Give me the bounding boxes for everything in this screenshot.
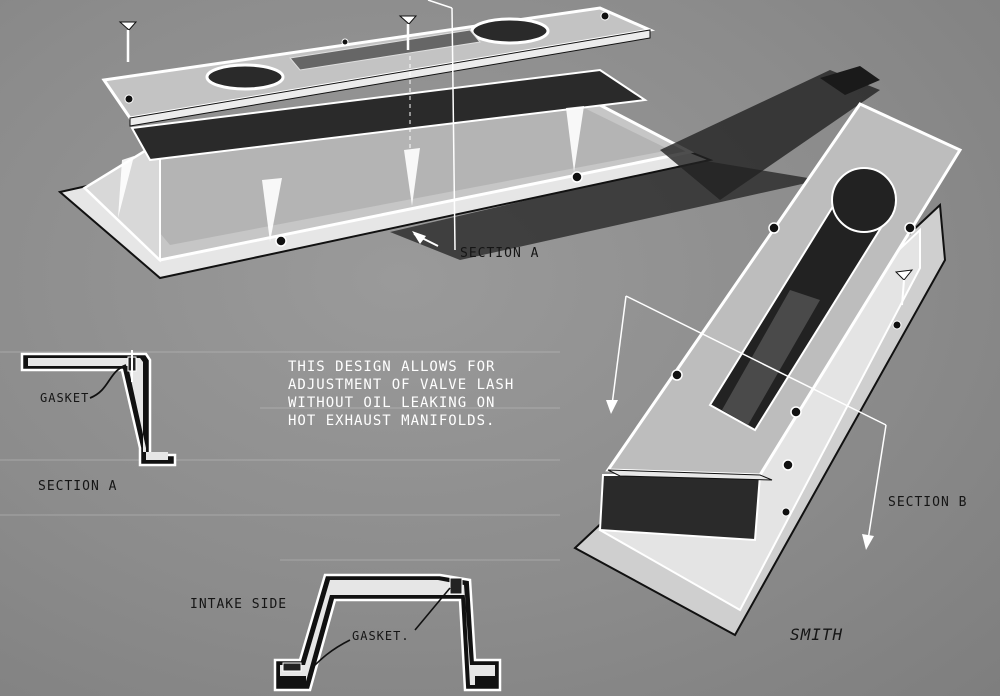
gasket-left-label: GASKET: [40, 391, 89, 405]
cover-left-hole-2: [571, 171, 583, 183]
intake-side-label: INTAKE SIDE: [190, 597, 287, 612]
cover-left-lid-opening-2: [470, 17, 550, 45]
section-b-arrow-right: [867, 424, 887, 541]
gasket-left-leader: [89, 364, 127, 399]
gasket-bottom-leader-1: [414, 587, 451, 631]
cover-right-hole-1: [768, 222, 780, 234]
note-line-2: ADJUSTMENT OF VALVE LASH: [288, 377, 514, 393]
cover-right-hole-2: [671, 369, 683, 381]
cover-right-tray-cavity: [598, 474, 762, 542]
cover-left-screw-2: [398, 15, 418, 50]
gasket-bottom-label: GASKET.: [352, 629, 410, 643]
section-b-base-right: [475, 676, 495, 686]
cover-left-front-panel: [115, 102, 670, 245]
cover-left-lid-hole-1: [124, 94, 134, 104]
section-b-base-left: [280, 676, 306, 686]
cover-left-cavity: [130, 68, 648, 162]
section-b-arrow-left: [611, 295, 627, 406]
cover-left-lid-hole-3: [341, 38, 349, 46]
section-a-detail: GASKET SECTION A: [20, 350, 177, 494]
cover-left-hole-1: [275, 235, 287, 247]
section-a-arrow-top: [427, 0, 453, 9]
section-a-arrowhead: [412, 231, 426, 244]
section-b-gasket-left: [282, 662, 302, 672]
section-a-profile-inner: [28, 358, 168, 460]
note-line-1: THIS DESIGN ALLOWS FOR: [288, 359, 495, 375]
cover-right-lid-opening: [831, 167, 897, 233]
section-b-profile: [273, 573, 502, 692]
cover-right-hole-5: [782, 459, 794, 471]
cover-left-lid-slot: [289, 29, 481, 71]
paper-guidelines: [0, 351, 560, 561]
gasket-bottom-leader-2: [311, 639, 351, 669]
note-line-4: HOT EXHAUST MANIFOLDS.: [288, 413, 495, 429]
cover-left-lid-opening-1: [205, 63, 285, 91]
cover-right-hole-4: [790, 406, 802, 418]
section-b-profile-inner: [280, 580, 495, 685]
section-a-top-label: SECTION A: [460, 246, 539, 261]
cover-right-lid-slot-panel: [722, 290, 820, 425]
cover-left-lid-edge: [129, 29, 651, 127]
cover-right-shadow: [660, 70, 880, 200]
cover-right-lid-edge: [607, 469, 773, 481]
cover-left-rib-1: [262, 178, 282, 242]
cover-right-mount: [820, 66, 880, 95]
section-b-label: SECTION B: [888, 495, 967, 510]
section-b-arrowhead-right: [862, 534, 874, 550]
section-b-cut-line: [625, 295, 887, 426]
section-b-arrowhead-left: [606, 400, 618, 414]
cover-left-lid-hole-2: [600, 11, 610, 21]
section-a-detail-label: SECTION A: [38, 479, 117, 494]
valve-cover-right: [573, 66, 963, 637]
cover-right-hole-6: [892, 320, 902, 330]
cover-left-rib-4: [118, 156, 134, 218]
section-a-cut-line: [451, 7, 456, 251]
cover-left-rib-3: [566, 106, 584, 172]
cover-left-screw-1: [118, 21, 138, 62]
section-a-profile: [20, 352, 177, 467]
section-b-detail: GASKET. INTAKE SIDE: [190, 573, 502, 692]
cover-left-rib-2: [404, 148, 420, 206]
signature: SMITH: [790, 625, 843, 644]
section-b-gasket-right: [449, 577, 463, 595]
cover-right-hole-7: [781, 507, 791, 517]
cover-right-screw-1: [894, 269, 914, 306]
cover-right-hole-3: [904, 222, 916, 234]
design-note: THIS DESIGN ALLOWS FOR ADJUSTMENT OF VAL…: [288, 359, 514, 429]
note-line-3: WITHOUT OIL LEAKING ON: [288, 395, 495, 411]
